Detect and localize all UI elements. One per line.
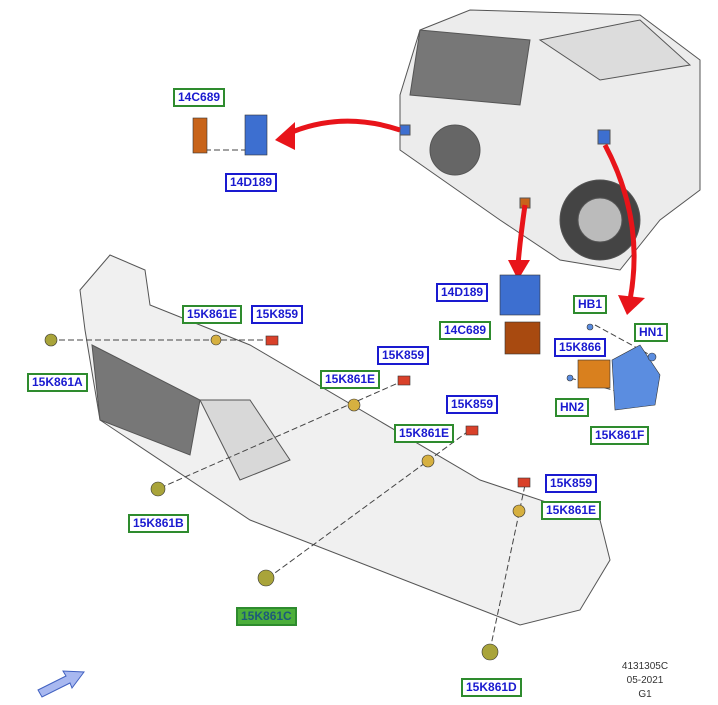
callout-15K861E[interactable]: 15K861E	[541, 501, 602, 520]
callout-15K861E[interactable]: 15K861E	[394, 424, 455, 443]
callout-15K861D[interactable]: 15K861D	[461, 678, 522, 697]
bumper-illustration	[79, 254, 611, 626]
callout-15K861A[interactable]: 15K861A	[27, 373, 88, 392]
callout-HN1[interactable]: HN1	[634, 323, 669, 342]
callout-15K859[interactable]: 15K859	[446, 395, 499, 414]
illustration-date: 05-2021	[626, 675, 664, 686]
callout-15K859[interactable]: 15K859	[545, 474, 598, 493]
arrow-heads	[275, 122, 645, 315]
callout-15K859[interactable]: 15K859	[377, 346, 430, 365]
illustration-footer: 4131305C 05-2021 G1	[600, 660, 690, 702]
callout-15K861B[interactable]: 15K861B	[128, 514, 189, 533]
vehicle-illustration	[399, 9, 701, 271]
callout-15K866[interactable]: 15K866	[554, 338, 607, 357]
callout-14D189[interactable]: 14D189	[225, 173, 278, 192]
callout-15K861E[interactable]: 15K861E	[182, 305, 243, 324]
callout-15K861C[interactable]: 15K861C	[236, 607, 297, 626]
callout-HB1[interactable]: HB1	[573, 295, 608, 314]
illustration-code: G1	[638, 689, 652, 700]
parts	[44, 114, 661, 661]
callout-14D189[interactable]: 14D189	[436, 283, 489, 302]
illustration-number: 4131305C	[621, 661, 669, 672]
callout-14C689[interactable]: 14C689	[173, 88, 226, 107]
callout-15K859[interactable]: 15K859	[251, 305, 304, 324]
callout-HN2[interactable]: HN2	[555, 398, 590, 417]
callout-14C689[interactable]: 14C689	[439, 321, 492, 340]
callout-15K861F[interactable]: 15K861F	[590, 426, 650, 445]
orientation-arrow-icon	[37, 670, 85, 698]
callout-15K861E[interactable]: 15K861E	[320, 370, 381, 389]
